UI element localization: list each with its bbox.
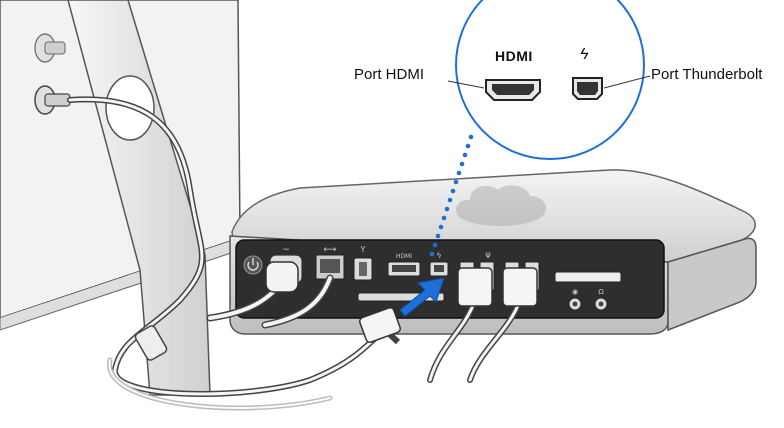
thunderbolt-port-large [572, 77, 603, 100]
insertion-arrow [399, 277, 445, 317]
svg-text:~: ~ [282, 245, 290, 255]
usb-icon: ψ [485, 250, 490, 259]
headphone-icon: Ω [598, 288, 604, 296]
monitor-adjust-knob-bottom [34, 85, 71, 115]
hdmi-port-large [485, 79, 541, 101]
firewire-icon: Y [360, 245, 366, 254]
cable-ferrite [134, 325, 168, 361]
ethernet-port: ⟷ [315, 245, 345, 280]
hdmi-title: HDMI [495, 48, 533, 64]
headphone-port: Ω [594, 288, 608, 311]
monitor-adjust-knob-top [34, 33, 66, 63]
firewire-port: Y [353, 245, 373, 281]
hdmi-port-label: Port HDMI [354, 66, 425, 83]
audio-in-icon: ◉ [572, 288, 578, 296]
hdmi-leader-line [447, 80, 485, 89]
apple-logo-icon [456, 185, 547, 226]
thunderbolt-leader-line [603, 75, 651, 89]
callout-leader-dots [429, 134, 474, 257]
thunderbolt-port-label: Port Thunderbolt [651, 66, 763, 83]
hdmi-port-rear: HDMI [387, 253, 421, 277]
port-callout-magnifier [447, 0, 651, 160]
power-icon [247, 258, 259, 271]
power-plug-and-cable [206, 261, 299, 322]
sd-card-slot [554, 271, 622, 283]
hdmi-rear-text: HDMI [396, 253, 412, 260]
thunderbolt-port-rear: ϟ [429, 251, 449, 277]
usb-cables [427, 267, 538, 383]
power-port [243, 255, 263, 275]
ethernet-cable [261, 274, 334, 329]
thunderbolt-symbol-label: ϟ [580, 46, 589, 63]
thunderbolt-plug [359, 307, 401, 345]
audio-in-port: ◉ [568, 288, 582, 311]
ethernet-icon: ⟷ [324, 245, 337, 255]
display-cable [67, 96, 388, 411]
thunderbolt-icon: ϟ [436, 251, 441, 260]
